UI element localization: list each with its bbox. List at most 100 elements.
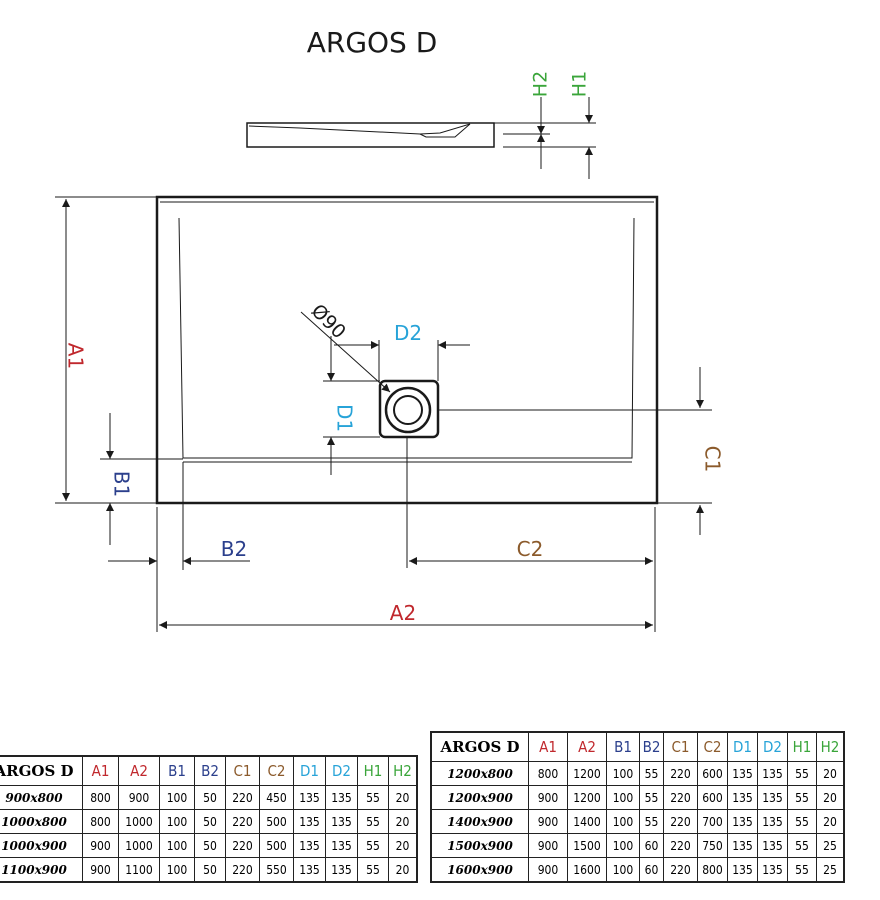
- cell: 135: [293, 809, 326, 834]
- cell: 100: [606, 809, 640, 834]
- cell: 1200: [567, 761, 607, 786]
- cell: 450: [259, 785, 294, 810]
- cell: 20: [816, 809, 845, 834]
- cell: 800: [697, 857, 728, 883]
- cell: 800: [528, 761, 568, 786]
- cell: 55: [357, 857, 389, 883]
- cell: 800: [82, 809, 119, 834]
- header-b2: B2: [639, 731, 664, 762]
- cell: 100: [159, 809, 195, 834]
- cell: 100: [159, 857, 195, 883]
- table-row: 1600x900 900 1600 100 60 220 800 135 135…: [430, 857, 845, 883]
- cell: 55: [357, 833, 389, 858]
- cell: 135: [727, 857, 758, 883]
- cell: 100: [606, 857, 640, 883]
- header-h2: H2: [388, 755, 418, 786]
- spec-table-right: ARGOS D A1 A2 B1 B2 C1 C2 D1 D2 H1 H2 12…: [430, 731, 845, 883]
- cell: 1000: [118, 833, 160, 858]
- cell: 50: [194, 809, 226, 834]
- cell: 220: [663, 857, 698, 883]
- cell: 220: [225, 809, 260, 834]
- table-row: 1200x800 800 1200 100 55 220 600 135 135…: [430, 761, 845, 786]
- profile-view: [246, 97, 596, 179]
- cell: 135: [325, 785, 358, 810]
- cell: 55: [787, 809, 817, 834]
- cell: 500: [259, 833, 294, 858]
- cell: 220: [663, 761, 698, 786]
- cell: 100: [159, 833, 195, 858]
- c1-label: C1: [701, 446, 725, 473]
- header-model: ARGOS D: [430, 731, 529, 762]
- cell: 135: [293, 833, 326, 858]
- table-header-row: ARGOS D A1 A2 B1 B2 C1 C2 D1 D2 H1 H2: [0, 755, 418, 786]
- table-row: 1400x900 900 1400 100 55 220 700 135 135…: [430, 809, 845, 834]
- cell: 1500: [567, 833, 607, 858]
- cell: 50: [194, 785, 226, 810]
- cell: 20: [816, 761, 845, 786]
- cell: 20: [388, 833, 418, 858]
- diagram-title: ARGOS D: [307, 26, 438, 59]
- cell: 900: [118, 785, 160, 810]
- cell: 55: [357, 809, 389, 834]
- cell: 55: [639, 809, 664, 834]
- table-row: 900x800 800 900 100 50 220 450 135 135 5…: [0, 785, 418, 810]
- cell: 20: [816, 785, 845, 810]
- d2-label: D2: [394, 321, 422, 345]
- header-b1: B1: [159, 755, 195, 786]
- cell: 60: [639, 857, 664, 883]
- cell: 135: [727, 809, 758, 834]
- cell: 1100: [118, 857, 160, 883]
- cell: 135: [757, 785, 788, 810]
- cell: 55: [787, 833, 817, 858]
- cell: 100: [606, 761, 640, 786]
- cell: 220: [225, 833, 260, 858]
- cell: 135: [727, 833, 758, 858]
- header-c1: C1: [663, 731, 698, 762]
- header-d1: D1: [293, 755, 326, 786]
- header-a2: A2: [118, 755, 160, 786]
- header-c2: C2: [697, 731, 728, 762]
- cell: 1000: [118, 809, 160, 834]
- table-row: 1000x900 900 1000 100 50 220 500 135 135…: [0, 833, 418, 858]
- b2-label: B2: [221, 537, 247, 561]
- cell: 135: [325, 809, 358, 834]
- cell: 900: [82, 857, 119, 883]
- cell: 220: [225, 857, 260, 883]
- cell: 600: [697, 761, 728, 786]
- header-d2: D2: [757, 731, 788, 762]
- cell-size: 1000x900: [0, 833, 83, 858]
- cell: 700: [697, 809, 728, 834]
- cell: 20: [388, 857, 418, 883]
- cell: 55: [357, 785, 389, 810]
- cell: 900: [528, 833, 568, 858]
- cell: 900: [82, 833, 119, 858]
- cell-size: 900x800: [0, 785, 83, 810]
- h1-label: H1: [569, 71, 591, 97]
- a2-label: A2: [390, 601, 416, 625]
- cell: 135: [293, 857, 326, 883]
- h2-label: H2: [530, 71, 552, 97]
- cell: 220: [663, 785, 698, 810]
- cell: 135: [757, 833, 788, 858]
- cell: 100: [606, 833, 640, 858]
- cell-size: 1000x800: [0, 809, 83, 834]
- header-h2: H2: [816, 731, 845, 762]
- cell: 100: [159, 785, 195, 810]
- cell: 20: [388, 785, 418, 810]
- cell-size: 1600x900: [430, 857, 529, 883]
- cell: 135: [293, 785, 326, 810]
- header-b1: B1: [606, 731, 640, 762]
- table-header-row: ARGOS D A1 A2 B1 B2 C1 C2 D1 D2 H1 H2: [430, 731, 845, 762]
- b1-label: B1: [110, 471, 134, 497]
- cell: 135: [325, 833, 358, 858]
- d1-label: D1: [333, 404, 357, 432]
- dimension-lines: [55, 196, 712, 632]
- header-a1: A1: [82, 755, 119, 786]
- header-a2: A2: [567, 731, 607, 762]
- c2-label: C2: [517, 537, 544, 561]
- cell-size: 1500x900: [430, 833, 529, 858]
- drain: [378, 379, 440, 439]
- cell: 55: [639, 785, 664, 810]
- cell: 50: [194, 857, 226, 883]
